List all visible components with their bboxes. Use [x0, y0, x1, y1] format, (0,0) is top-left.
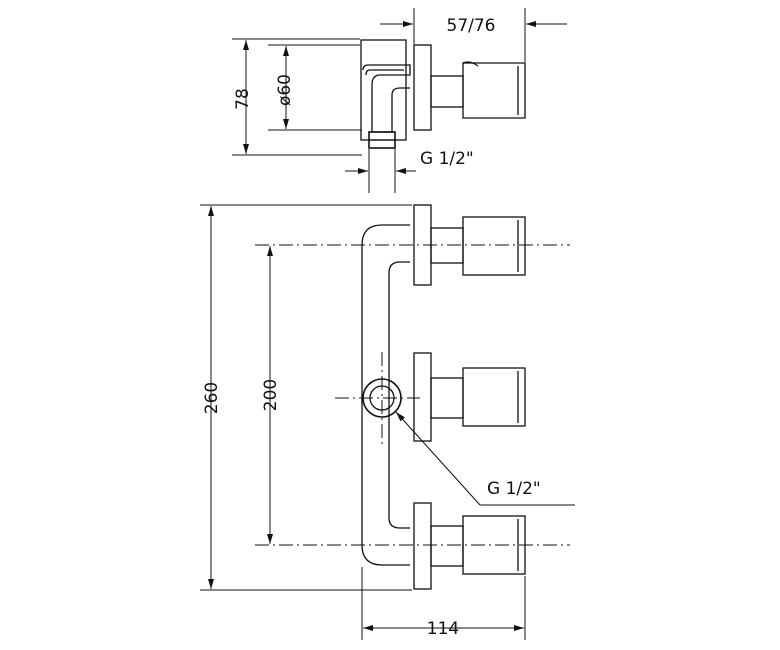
pipe-inner — [388, 261, 410, 529]
dim-114-label: 114 — [427, 619, 459, 639]
dim-200-label: 200 — [261, 379, 281, 411]
dim-diameter-label: ø60 — [275, 74, 295, 106]
dim-78-label: 78 — [233, 88, 253, 110]
thread-center-leader — [395, 411, 481, 506]
dim-depth-label: 57/76 — [447, 16, 496, 36]
side-handle — [462, 62, 526, 119]
side-view: 78 ø60 57/76 G 1/2" — [232, 8, 567, 193]
side-flange — [413, 44, 432, 131]
thread-center-label: G 1/2" — [487, 479, 541, 499]
side-body-outline — [360, 39, 407, 141]
dim-260-label: 260 — [202, 382, 222, 414]
pipe-outer — [361, 224, 410, 566]
center-outlet-inner — [369, 385, 395, 411]
valve-middle — [413, 352, 526, 442]
elbow-fitting — [362, 64, 411, 133]
valve-top — [413, 204, 526, 286]
front-view: 260 200 G 1/2" 114 — [200, 204, 575, 640]
valve-bottom — [413, 502, 526, 590]
side-spindle — [430, 75, 464, 108]
thread-top-label: G 1/2" — [420, 149, 474, 169]
center-outlet-outer — [362, 378, 402, 418]
